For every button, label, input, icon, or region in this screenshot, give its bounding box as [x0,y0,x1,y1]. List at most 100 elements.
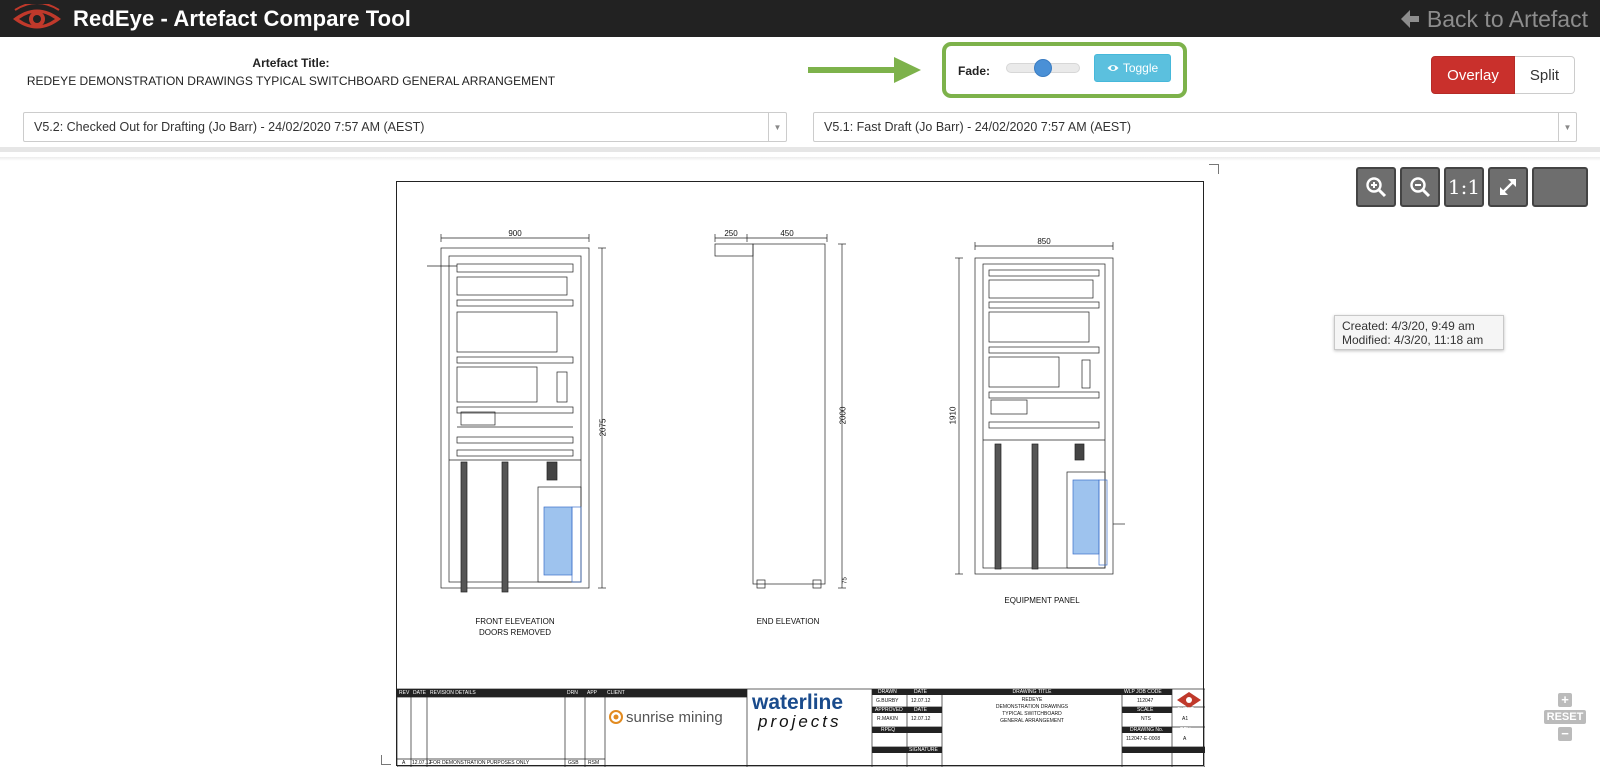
tb-date-header: DATE [413,690,426,696]
tb-rev-header: REV [399,690,410,696]
drawing-linework [397,234,1205,767]
tb-app-header: APP [587,690,598,696]
drawing-sheet: 900 2075 250 450 2000 75 850 1910 FRONT … [396,181,1205,767]
tb-job-code: 112047 [1137,698,1154,704]
zoom-out-button[interactable] [1400,167,1440,207]
fullscreen-icon [1500,179,1516,195]
tb-details-header: REVISION DETAILS [430,690,476,696]
artefact-date-tooltip: Created: 4/3/20, 9:49 am Modified: 4/3/2… [1334,315,1504,350]
crop-mark [1209,164,1219,174]
dim-label: 250 [724,229,738,238]
viewer-shadow [0,157,1600,161]
back-to-artefact-link[interactable]: Back to Artefact [1399,4,1588,34]
tb-approved-date: 12.07.12 [911,716,931,722]
compare-controls: Artefact Title: REDEYE DEMONSTRATION DRA… [0,37,1600,152]
toggle-button[interactable]: Toggle [1094,54,1171,82]
tb-rev-cell: A [402,760,406,766]
fade-control-highlight: Fade: Toggle [942,42,1187,98]
tb-date-label: DATE [914,689,927,695]
actual-size-icon: 1:1 [1447,175,1481,199]
chevron-down-icon: ▼ [1558,113,1576,141]
tb-app-cell: RSM [588,760,600,766]
dim-label: 450 [780,229,794,238]
crop-mark [381,755,391,765]
fade-slider[interactable] [1006,59,1080,77]
dim-label: 2075 [598,418,608,437]
tb-client-header: CLIENT [607,690,625,696]
right-version-select[interactable]: V5.1: Fast Draft (Jo Barr) - 24/02/2020 … [813,112,1577,142]
dim-label: 2000 [838,406,848,425]
tb-drawn-date: 12.07.12 [911,698,931,704]
zoom-in-button[interactable] [1356,167,1396,207]
artefact-title-heading: Artefact Title: [252,56,330,70]
artefact-title-value: REDEYE DEMONSTRATION DRAWINGS TYPICAL SW… [26,74,556,88]
arrow-left-icon [1400,10,1419,28]
tb-sheet: A1 [1182,716,1189,722]
right-version-value: V5.1: Fast Draft (Jo Barr) - 24/02/2020 … [824,120,1132,134]
equipment-panel-caption: EQUIPMENT PANEL [1004,596,1080,605]
drawing-viewer[interactable]: 900 2075 250 450 2000 75 850 1910 FRONT … [0,157,1600,770]
tb-rev-label: REV [1180,727,1191,733]
dim-label: 75 [842,577,849,584]
client-name: sunrise mining [626,709,723,726]
brand: RedEye - Artefact Compare Tool [11,3,411,34]
tb-rev: A [1183,736,1187,742]
tb-signature-label: SIGNATURE [909,747,938,753]
zoom-in-icon [1366,177,1387,198]
tb-date-label: DATE [914,707,927,713]
fade-slider-handle[interactable] [1034,59,1052,77]
dim-label: 900 [508,229,522,238]
tb-job-code-label: WLP JOB CODE [1124,689,1162,695]
hint-arrow-icon [808,57,921,83]
tb-rpeq-label: RPEQ [881,727,896,733]
navigator-controls: + RESET − [1540,693,1590,741]
dim-label: 1910 [948,406,958,425]
nav-reset-button[interactable]: RESET [1543,710,1587,724]
tb-drn-header: DRN [567,690,578,696]
tb-approved-label: APPROVED [875,707,903,713]
actual-size-button[interactable]: 1:1 [1444,167,1484,207]
tb-drawn-label: DRAWN [878,689,897,695]
redeye-logo-icon [13,3,61,28]
tb-drawing-title-line: TYPICAL SWITCHBOARD [1002,711,1062,717]
top-navbar: RedEye - Artefact Compare Tool Back to A… [0,0,1600,37]
extra-tool-button[interactable] [1532,167,1588,207]
tb-date-cell: 12.07.12 [412,760,432,766]
front-elevation-caption: FRONT ELEVEATION DOORS REMOVED [455,616,575,638]
created-date: Created: 4/3/20, 9:49 am [1342,319,1475,333]
tb-drawing-no: 112047-E-0008 [1126,736,1161,742]
brand-name-top: waterline [752,691,844,714]
left-version-select[interactable]: V5.2: Checked Out for Drafting (Jo Barr)… [23,112,787,142]
brand-name-bottom: projects [758,712,842,731]
nav-zoom-out-button[interactable]: − [1558,727,1572,741]
tb-drn-cell: GSB [568,760,579,766]
toggle-label: Toggle [1122,61,1159,75]
nav-zoom-in-button[interactable]: + [1558,693,1572,707]
split-button[interactable]: Split [1515,56,1575,94]
tb-drawn-by: G.BURBY [876,698,899,704]
front-caption-line-1: FRONT ELEVEATION [475,617,555,626]
tb-sheet-label: SHEET [1177,707,1194,713]
tb-drawing-title-line: DEMONSTRATION DRAWINGS [995,704,1069,710]
zoom-out-icon [1410,177,1431,198]
overlay-button[interactable]: Overlay [1431,56,1515,94]
tb-drawing-title-line: GENERAL ARRANGEMENT [1000,718,1064,724]
fade-label: Fade: [958,64,991,78]
left-version-value: V5.2: Checked Out for Drafting (Jo Barr)… [34,120,425,134]
modified-date: Modified: 4/3/20, 11:18 am [1342,333,1484,347]
tb-approved-by: R.MAKIN [877,716,898,722]
tb-drawing-no-label: DRAWING No. [1130,727,1164,733]
eye-icon [1107,65,1119,71]
zoom-toolbar: 1:1 [1356,167,1588,207]
front-caption-line-2: DOORS REMOVED [478,628,551,637]
back-link-label: Back to Artefact [1426,5,1588,32]
tb-details-cell: FOR DEMONSTRATION PURPOSES ONLY [430,760,530,766]
app-title: RedEye - Artefact Compare Tool [73,5,411,31]
dim-label: 850 [1037,237,1051,246]
tb-drawing-title-label: DRAWING TITLE [1012,689,1052,695]
fullscreen-button[interactable] [1488,167,1528,207]
tb-scale-label: SCALE [1137,707,1154,713]
chevron-down-icon: ▼ [768,113,786,141]
tb-scale: NTS [1141,716,1151,722]
end-elevation-caption: END ELEVATION [756,617,820,626]
